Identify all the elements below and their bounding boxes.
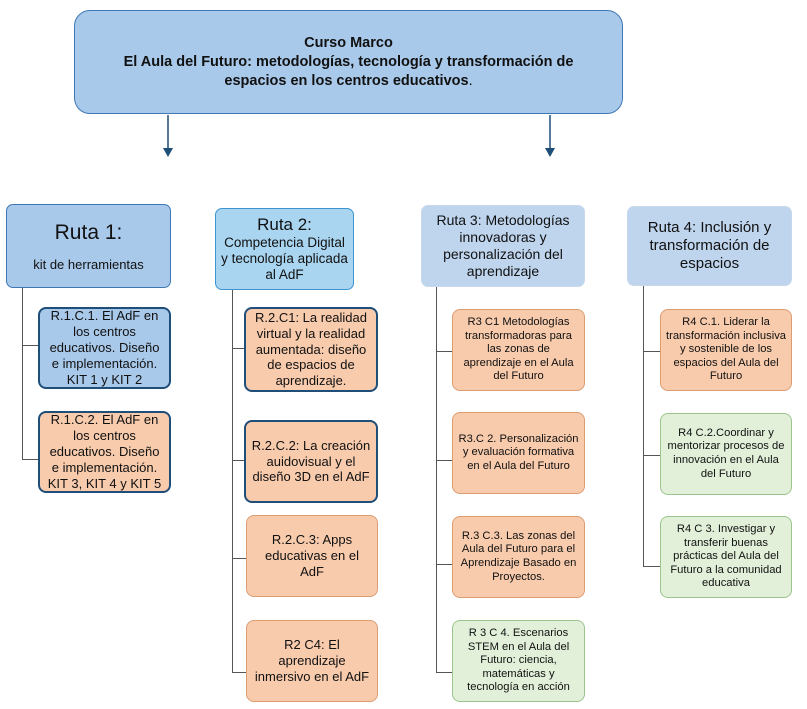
arrow-left-head bbox=[163, 148, 173, 157]
route-1-box: Ruta 1: kit de herramientas bbox=[6, 204, 171, 288]
route-4-card-1: R4 C.1. Liderar la transformación inclus… bbox=[660, 309, 792, 391]
route-2-box: Ruta 2: Competencia Digital y tecnología… bbox=[215, 208, 354, 290]
route-3-card-3: R.3 C.3. Las zonas del Aula del Futuro p… bbox=[452, 516, 585, 598]
route-1-trunk bbox=[22, 288, 23, 460]
route-2-branch-4 bbox=[232, 672, 246, 673]
route-4-branch-2 bbox=[643, 455, 660, 456]
route-3-box: Ruta 3: Metodologías innovadoras y perso… bbox=[421, 205, 585, 287]
route-2-card-4: R2 C4: El aprendizaje inmersivo en el Ad… bbox=[246, 620, 378, 702]
route-4-trunk bbox=[643, 286, 644, 567]
route-2-subtitle: Competencia Digital y tecnología aplicad… bbox=[221, 234, 348, 283]
route-3-branch-1 bbox=[436, 351, 453, 352]
route-1-title: Ruta 1: bbox=[54, 220, 123, 244]
arrow-right-head bbox=[545, 148, 555, 157]
route-2-title: Ruta 2: bbox=[257, 214, 312, 234]
route-2-branch-2 bbox=[232, 460, 246, 461]
route-2-branch-3 bbox=[232, 558, 246, 559]
route-1-branch-2 bbox=[22, 459, 38, 460]
route-2-card-3: R.2.C.3: Apps educativas en el AdF bbox=[246, 515, 378, 597]
route-4-card-2: R4 C.2.Coordinar y mentorizar procesos d… bbox=[660, 413, 792, 495]
route-1-card-1: R.1.C.1. El AdF en los centros educativo… bbox=[38, 307, 171, 389]
route-4-branch-3 bbox=[643, 566, 660, 567]
route-2-branch-1 bbox=[232, 348, 246, 349]
header-title: Curso Marco bbox=[304, 34, 393, 51]
header-box: Curso Marco El Aula del Futuro: metodolo… bbox=[74, 10, 623, 114]
route-3-branch-3 bbox=[436, 564, 453, 565]
route-1-subtitle: kit de herramientas bbox=[33, 256, 144, 272]
route-3-title: Ruta 3: Metodologías innovadoras y perso… bbox=[436, 212, 570, 279]
route-4-card-3: R4 C 3. Investigar y transferir buenas p… bbox=[660, 516, 792, 598]
route-3-trunk bbox=[436, 287, 437, 673]
header-subtitle-period: . bbox=[468, 72, 473, 89]
header-subtitle: El Aula del Futuro: metodologías, tecnol… bbox=[123, 53, 574, 89]
route-1-card-2: R.1.C.2. El AdF en los centros educativo… bbox=[38, 411, 171, 493]
route-3-card-1: R3 C1 Metodologías transformadoras para … bbox=[452, 309, 585, 391]
route-3-card-4: R 3 C 4. Escenarios STEM en el Aula del … bbox=[452, 620, 585, 702]
route-4-title: Ruta 4: Inclusión y transformación de es… bbox=[647, 219, 772, 272]
route-3-card-2: R3.C 2. Personalización y evaluación for… bbox=[452, 412, 585, 494]
route-1-branch-1 bbox=[22, 345, 38, 346]
route-2-trunk bbox=[232, 290, 233, 673]
route-4-branch-1 bbox=[643, 351, 660, 352]
header-subtitle-wrap: El Aula del Futuro: metodologías, tecnol… bbox=[104, 53, 594, 91]
route-2-card-2: R.2.C.2: La creación auidovisual y el di… bbox=[244, 420, 378, 503]
route-2-card-1: R.2.C1: La realidad virtual y la realida… bbox=[244, 307, 378, 392]
route-3-branch-2 bbox=[436, 460, 453, 461]
route-3-branch-4 bbox=[436, 672, 453, 673]
route-4-box: Ruta 4: Inclusión y transformación de es… bbox=[627, 206, 792, 286]
